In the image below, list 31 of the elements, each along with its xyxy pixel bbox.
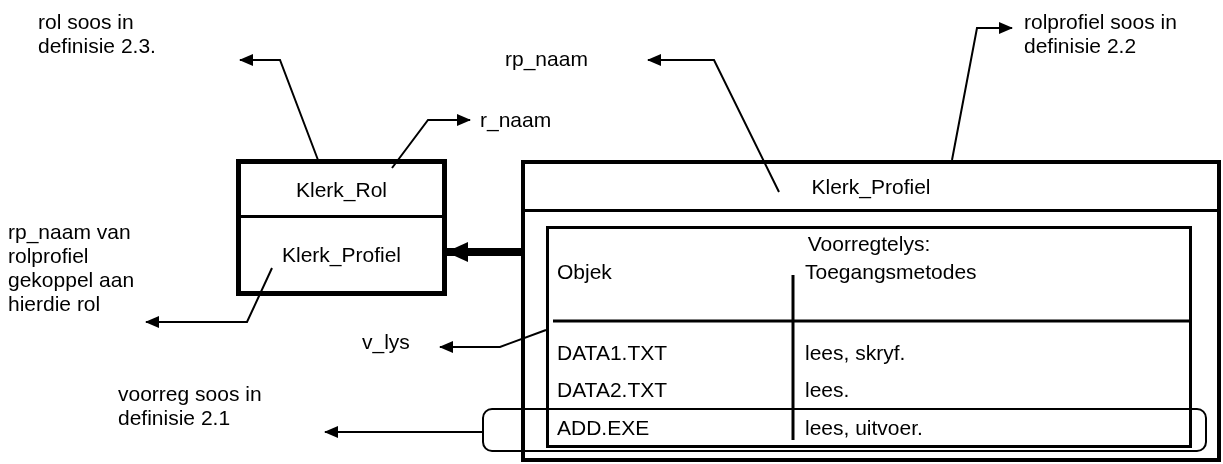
leader-line <box>239 54 319 161</box>
thick-arrow <box>446 242 521 262</box>
highlight-row <box>482 408 1207 452</box>
table-cell: Objek <box>557 260 612 284</box>
leader-line <box>951 22 1013 161</box>
leader-line <box>439 329 547 353</box>
table-cell: Toegangsmetodes <box>805 260 977 284</box>
list-title: Voorregtelys: <box>806 232 932 256</box>
table-cell: DATA2.TXT <box>557 378 668 402</box>
table-cell: lees, skryf. <box>805 341 906 365</box>
callout-text: rp_naam van rolprofiel gekoppel aan hierdie rol <box>8 220 148 338</box>
table-cell: lees. <box>805 378 850 402</box>
leader-line <box>391 114 471 169</box>
profile-name-field: Klerk_Profiel <box>241 218 442 291</box>
leader-line <box>647 54 780 193</box>
table-cell: lees, uitvoer. <box>805 416 923 440</box>
table-cell: DATA1.TXT <box>557 341 668 365</box>
callout-text: voorreg soos in definisie 2.1 <box>118 382 288 438</box>
privilege-list-box <box>546 226 1192 448</box>
leader-line <box>145 267 273 328</box>
role-box <box>236 159 447 296</box>
callout-text: rol soos in definisie 2.3. <box>38 10 188 66</box>
callout-text: r_naam <box>480 108 560 134</box>
callout-text: rp_naam <box>505 47 615 73</box>
role-name-field: Klerk_Rol <box>241 164 442 218</box>
table-cell: ADD.EXE <box>557 416 650 440</box>
profile-box <box>521 160 1221 462</box>
callout-text: rolprofiel soos in definisie 2.2 <box>1024 10 1199 68</box>
callout-text: v_lys <box>362 330 434 356</box>
leader-line <box>324 426 483 438</box>
profile-header: Klerk_Profiel <box>525 164 1217 212</box>
